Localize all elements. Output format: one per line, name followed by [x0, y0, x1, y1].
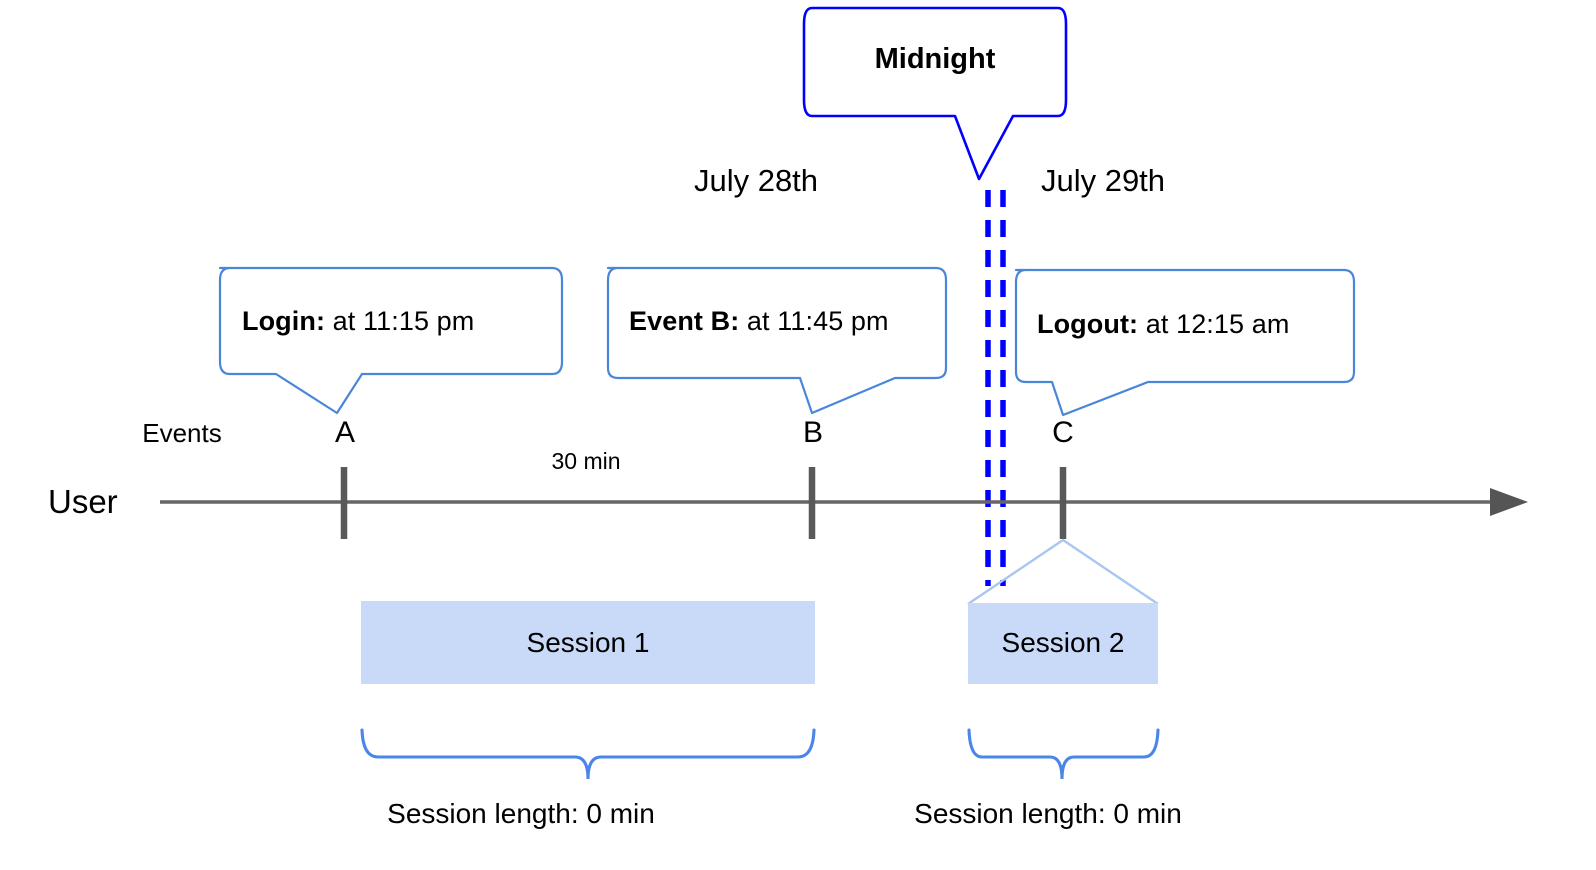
eventb-callout-bold: Event B:	[629, 306, 740, 336]
event-tick-marks	[340, 467, 1067, 539]
gap-duration-label: 30 min	[551, 448, 621, 474]
eventb-callout-shape	[606, 266, 948, 415]
logout-callout-bold: Logout:	[1037, 309, 1139, 339]
logout-callout-text: Logout: at 12:15 am	[1037, 311, 1289, 338]
login-callout-bold: Login:	[242, 306, 326, 336]
event-letter-a: A	[334, 416, 356, 449]
eventb-callout-rest: at 11:45 pm	[739, 306, 889, 336]
date-label-july-28: July 28th	[693, 163, 819, 198]
date-label-july-29: July 29th	[1040, 163, 1166, 198]
login-callout-text: Login: at 11:15 pm	[242, 308, 474, 335]
session-1-length-label: Session length: 0 min	[387, 798, 655, 829]
midnight-dashed-lines	[985, 190, 1006, 586]
session-1-brace	[360, 728, 816, 780]
login-callout-rest: at 11:15 pm	[325, 306, 475, 336]
login-callout-shape	[218, 266, 564, 415]
logout-callout-shape	[1014, 268, 1356, 417]
session-2-brace	[967, 728, 1160, 780]
event-letter-b: B	[802, 416, 824, 449]
timeline-axis	[160, 488, 1528, 516]
session-2-label: Session 2	[1001, 627, 1125, 658]
events-row-label: Events	[142, 418, 222, 448]
eventb-callout-text: Event B: at 11:45 pm	[629, 308, 889, 335]
logout-callout-rest: at 12:15 am	[1138, 309, 1290, 339]
session-2-length-label: Session length: 0 min	[914, 798, 1182, 829]
session-1-label: Session 1	[526, 627, 650, 658]
midnight-callout-label: Midnight	[874, 43, 996, 75]
user-lane-label: User	[48, 483, 118, 520]
session2-connector-lines	[967, 538, 1159, 605]
midnight-callout-shape	[802, 6, 1068, 181]
event-letter-c: C	[1052, 416, 1074, 449]
